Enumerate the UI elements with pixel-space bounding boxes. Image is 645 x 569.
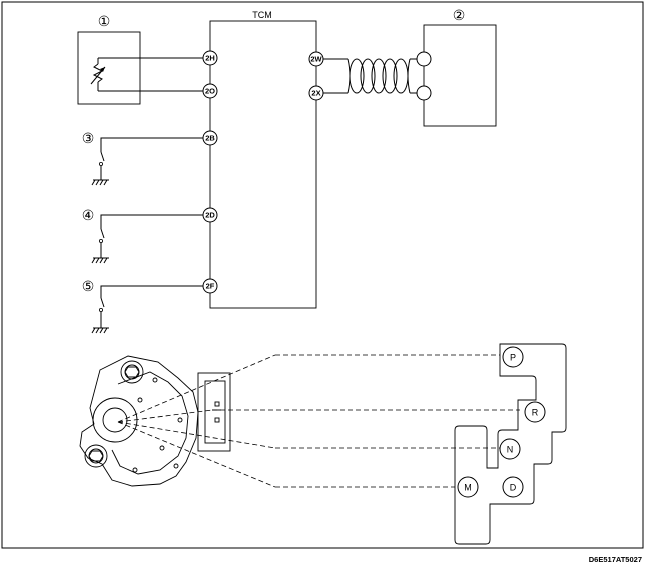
range-position-d: D [502, 476, 524, 498]
svg-text:D: D [510, 483, 517, 493]
svg-text:2W: 2W [310, 55, 322, 64]
component-2-terminal-upper [416, 51, 432, 67]
range-switch-body [79, 355, 231, 487]
svg-text:2H: 2H [205, 54, 215, 63]
figure-frame [1, 1, 644, 549]
svg-text:2X: 2X [311, 89, 320, 98]
switch-5 [91, 285, 210, 334]
variable-resistor-symbol [90, 58, 106, 91]
twisted-pair-wire [316, 58, 424, 94]
svg-text:2O: 2O [205, 87, 215, 96]
pin-2b: 2B [202, 130, 218, 146]
component-1-box [77, 31, 141, 105]
svg-text:P: P [510, 353, 516, 363]
pin-2h: 2H [202, 50, 218, 66]
pin-2f: 2F [202, 278, 218, 294]
range-position-m: M [457, 476, 479, 498]
pin-2o: 2O [202, 83, 218, 99]
callout-4: ④ [82, 207, 95, 223]
range-leader-lines [117, 354, 520, 488]
range-indicator-plate [454, 343, 567, 545]
component-2-box [423, 24, 497, 127]
callout-5: ⑤ [82, 278, 95, 294]
svg-text:2B: 2B [205, 134, 215, 143]
pin-2d: 2D [202, 207, 218, 223]
switch-4 [91, 214, 210, 264]
callout-3: ③ [82, 130, 95, 146]
pin-2x: 2X [308, 85, 324, 101]
tcm-title: TCM [252, 10, 272, 20]
svg-text:R: R [532, 408, 539, 418]
svg-text:N: N [507, 445, 514, 455]
figure-code: D6E517AT5027 [589, 555, 642, 564]
callout-1: ① [98, 13, 111, 29]
svg-text:M: M [464, 483, 472, 493]
switch-3 [91, 137, 210, 186]
range-position-r: R [524, 401, 546, 423]
svg-text:2D: 2D [205, 211, 215, 220]
range-position-n: N [499, 438, 521, 460]
tcm-box [209, 20, 317, 309]
range-position-p: P [502, 346, 524, 368]
svg-text:2F: 2F [206, 282, 215, 291]
pin-2w: 2W [308, 51, 324, 67]
callout-2: ② [453, 7, 466, 23]
component-2-terminal-lower [416, 85, 432, 101]
